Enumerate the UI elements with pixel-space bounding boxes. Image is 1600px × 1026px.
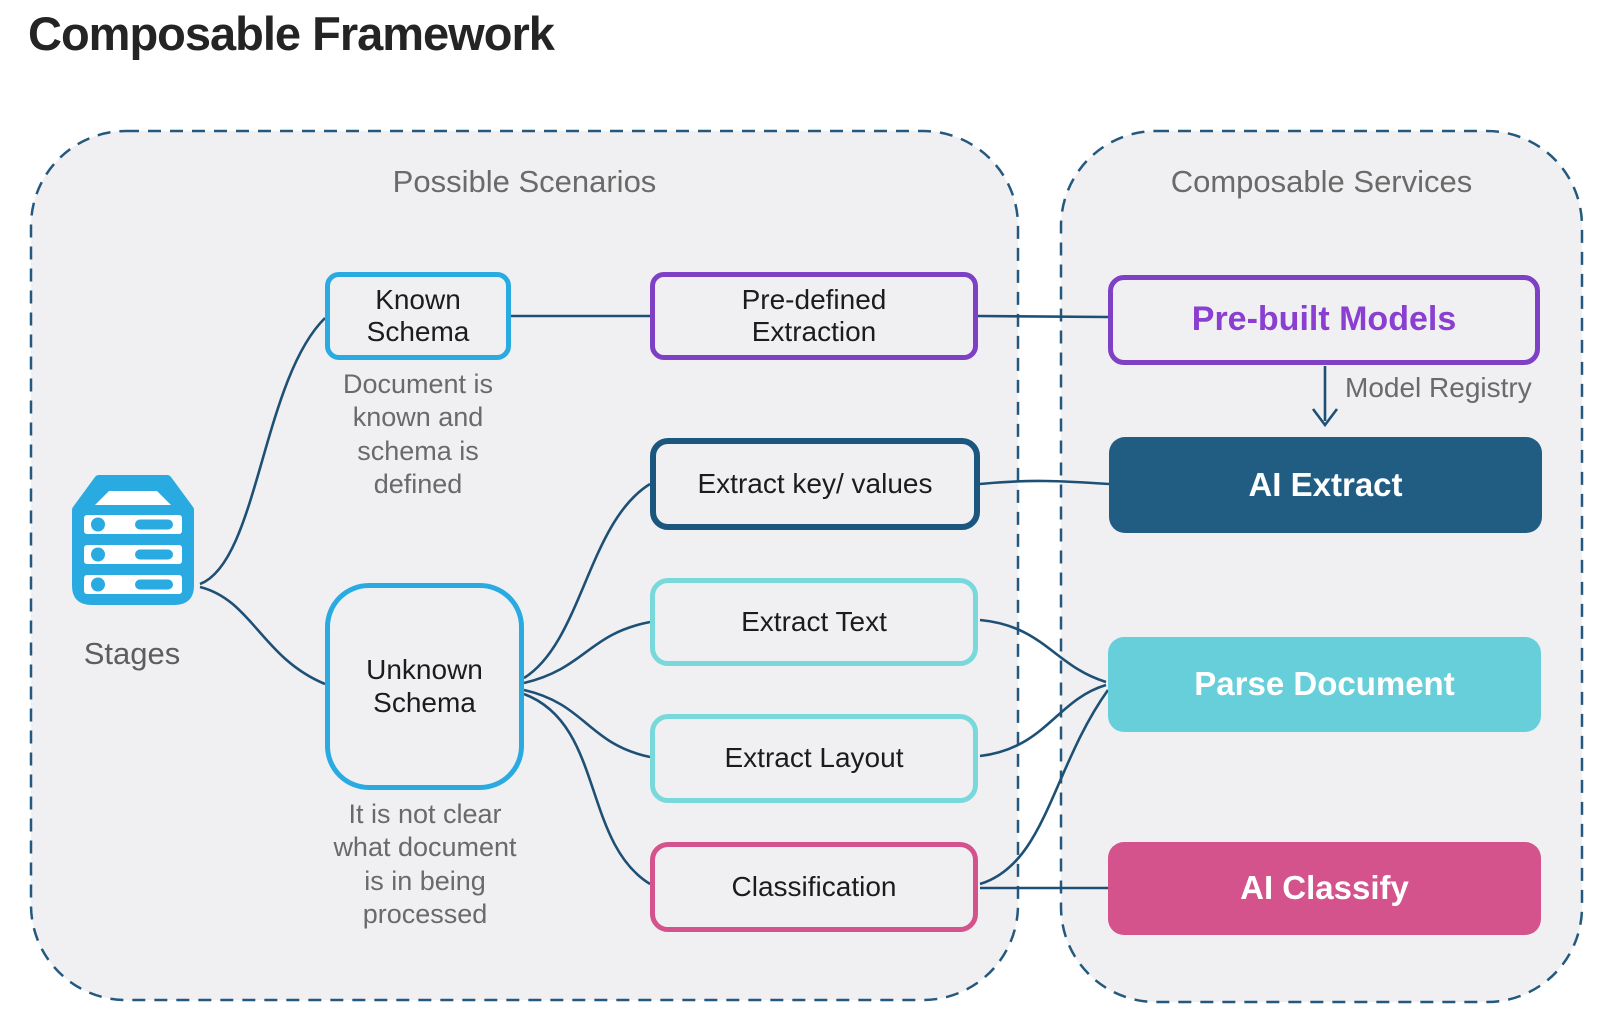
service-parse-document-label: Parse Document — [1194, 665, 1455, 703]
known-schema-caption: Document is known and schema is defined — [342, 369, 494, 500]
edge-predefined-prebuilt-models — [977, 314, 1109, 319]
unknown-schema-caption: It is not clear what document is in bein… — [333, 799, 517, 930]
node-extract-text-label: Extract Text — [741, 605, 887, 637]
node-unknown-schema: Unknown Schema — [325, 583, 524, 790]
possible-scenarios-header: Possible Scenarios — [392, 164, 657, 199]
composable-services-header: Composable Services — [1170, 164, 1473, 199]
edge-extract-layout-parse — [979, 683, 1107, 758]
model-registry-label: Model Registry — [1345, 372, 1532, 403]
service-prebuilt-models: Pre-built Models — [1108, 275, 1540, 365]
service-ai-extract: AI Extract — [1109, 437, 1542, 533]
edge-unknown-extract-text — [523, 620, 651, 685]
node-extract-key-values: Extract key/ values — [650, 438, 980, 530]
service-ai-classify-label: AI Classify — [1240, 869, 1409, 907]
edge-extract-text-parse — [979, 618, 1107, 684]
node-predefined-extraction-label: Pre-defined Extraction — [741, 283, 887, 347]
service-prebuilt-models-label: Pre-built Models — [1191, 300, 1457, 339]
node-known-schema: Known Schema — [325, 272, 511, 360]
edge-unknown-keyvalues — [523, 482, 651, 680]
edge-classification-parse — [979, 689, 1110, 886]
arrowhead-model-registry — [1311, 408, 1339, 428]
node-predefined-extraction: Pre-defined Extraction — [650, 272, 978, 360]
node-extract-layout-label: Extract Layout — [724, 742, 904, 774]
stages-label: Stages — [83, 636, 181, 671]
node-classification-label: Classification — [731, 870, 897, 902]
node-unknown-schema-label: Unknown Schema — [366, 654, 483, 718]
edge-stages-known-schema — [199, 317, 326, 586]
node-extract-text: Extract Text — [650, 578, 978, 666]
edge-unknown-classification — [523, 692, 651, 886]
node-known-schema-label: Known Schema — [366, 283, 470, 347]
server-stack-icon — [72, 475, 194, 605]
edge-keyvalues-ai-extract — [979, 479, 1110, 486]
node-extract-key-values-label: Extract key/ values — [697, 467, 933, 499]
service-ai-extract-label: AI Extract — [1248, 465, 1403, 503]
edge-unknown-extract-layout — [523, 688, 651, 759]
service-parse-document: Parse Document — [1108, 637, 1541, 732]
service-ai-classify: AI Classify — [1108, 842, 1541, 935]
page-title: Composable Framework — [28, 7, 555, 60]
node-classification: Classification — [650, 842, 978, 932]
node-extract-layout: Extract Layout — [650, 714, 978, 803]
